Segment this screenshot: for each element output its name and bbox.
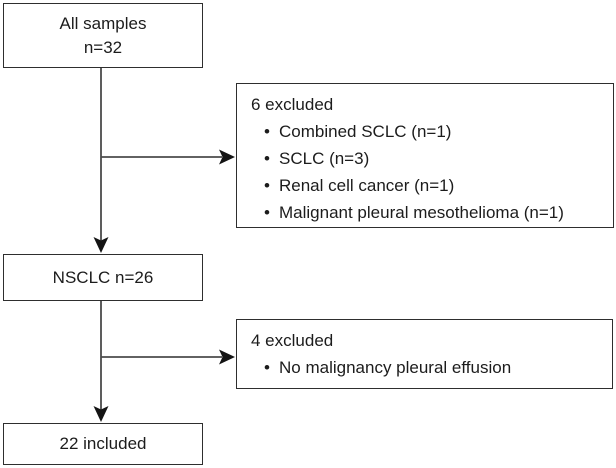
excluded-6-item: Malignant pleural mesothelioma (n=1) [251,199,603,226]
nsclc-label: NSCLC n=26 [52,267,154,287]
excluded-4-list: No malignancy pleural effusion [251,354,602,381]
box-all-samples: All samples n=32 [3,3,203,68]
box-included: 22 included [3,423,203,465]
excluded-6-item: Combined SCLC (n=1) [251,118,603,145]
arrowhead-down-included-icon [93,406,109,422]
arrowhead-down-nsclc-icon [93,237,109,253]
excluded-6-title: 6 excluded [251,95,334,114]
all-samples-count: n=32 [83,37,123,57]
excluded-4-item: No malignancy pleural effusion [251,354,602,381]
arrowhead-right-6-excluded-icon [219,149,235,165]
all-samples-label: All samples [59,13,147,33]
excluded-6-item: SCLC (n=3) [251,145,603,172]
box-nsclc: NSCLC n=26 [3,254,203,301]
included-label: 22 included [59,434,147,453]
box-4-excluded: 4 excluded No malignancy pleural effusio… [236,319,613,389]
excluded-4-title: 4 excluded [251,331,334,350]
excluded-6-list: Combined SCLC (n=1) SCLC (n=3) Renal cel… [251,118,603,226]
excluded-6-item: Renal cell cancer (n=1) [251,172,603,199]
arrowhead-right-4-excluded-icon [219,349,235,365]
box-6-excluded: 6 excluded Combined SCLC (n=1) SCLC (n=3… [236,83,614,228]
